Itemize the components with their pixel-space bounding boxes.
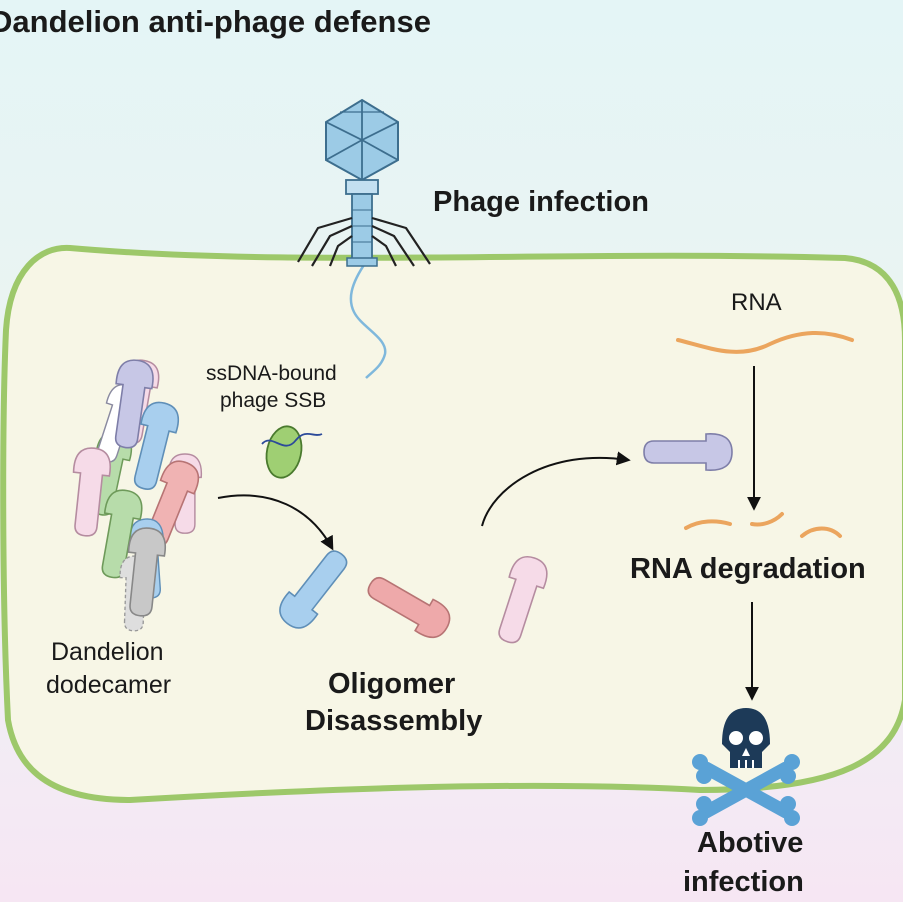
- arrow-to-monomer: [481, 451, 631, 527]
- ssb-protein-icon: [261, 425, 323, 479]
- phage-infection-label: Phage infection: [433, 186, 649, 218]
- ssdna-strand: [349, 261, 387, 379]
- oligomer-label-line1: Oligomer: [328, 668, 456, 700]
- phage-icon: [297, 98, 431, 267]
- rna-strand: [676, 331, 854, 354]
- arrow-to-disassembly: [217, 494, 334, 551]
- rna-label: RNA: [731, 289, 782, 316]
- rna-fragments: [684, 512, 842, 538]
- ssdna-label-line2: phage SSB: [220, 389, 327, 412]
- ssdna-label-line1: ssDNA-bound: [206, 362, 337, 385]
- abortive-label-line1: Abotive: [697, 827, 804, 859]
- skull-crossbones-icon: [692, 708, 800, 826]
- oligomer-label-line2: Disassembly: [305, 705, 483, 737]
- phage-tail: [351, 193, 373, 261]
- dodecamer-label-line2: dodecamer: [46, 671, 172, 699]
- bacterial-cell: [0, 244, 903, 804]
- diagram-title: Dandelion anti-phage defense: [0, 4, 431, 39]
- abortive-label-line2: infection: [683, 866, 804, 898]
- rna-degradation-label: RNA degradation: [630, 553, 866, 585]
- dodecamer-label-line1: Dandelion: [51, 638, 164, 666]
